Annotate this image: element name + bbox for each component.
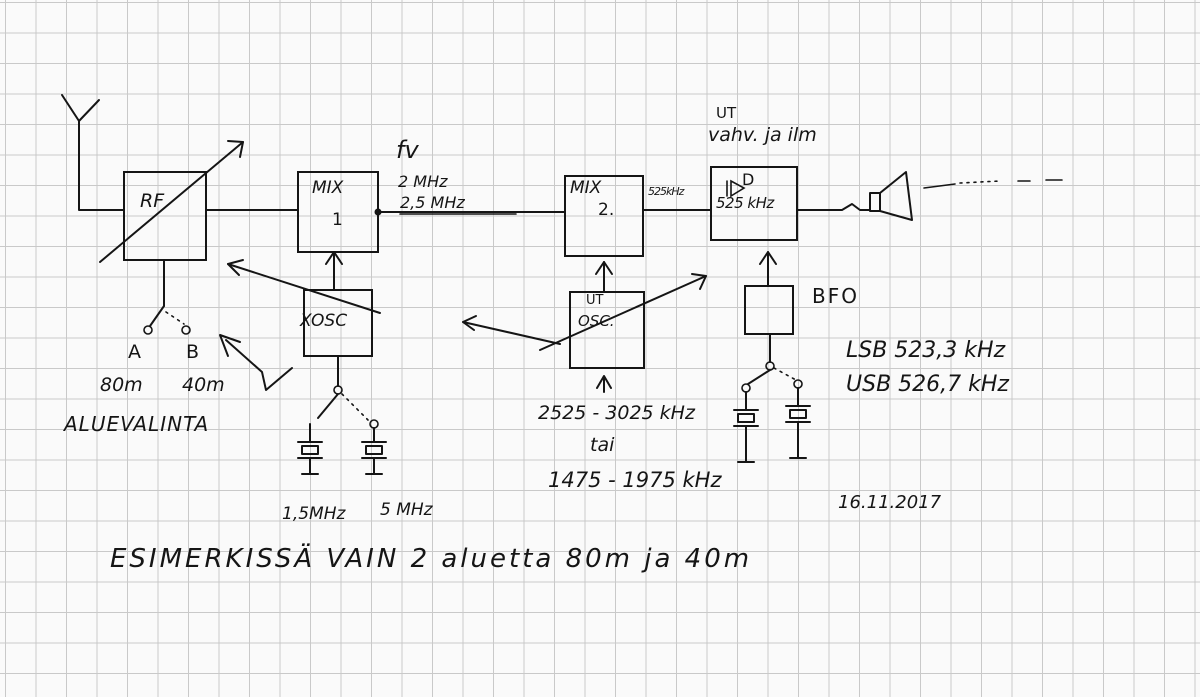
speaker-icon xyxy=(869,171,913,221)
detector-freq: 525 kHz xyxy=(716,194,774,212)
osc-range-1: 2525 - 3025 kHz xyxy=(538,402,695,424)
band-b-label: 40m xyxy=(182,374,225,396)
crystal-2-freq: 5 MHz xyxy=(380,500,433,520)
range-arrow-up xyxy=(596,375,612,393)
gang-arrow-mid xyxy=(462,321,561,345)
crystal-1-freq: 1,5MHz xyxy=(282,504,346,524)
ut-subtitle: vahv. ja ilm xyxy=(708,124,817,146)
crystal-4-icon xyxy=(785,379,811,459)
band-select-label: ALUEVALINTA xyxy=(64,412,210,436)
bfo-switch xyxy=(747,369,771,385)
selector-a-label: A xyxy=(128,341,141,363)
diode-icon xyxy=(726,179,746,198)
crystal-2-icon xyxy=(361,419,387,475)
rf-block xyxy=(123,171,207,261)
crystal-3-icon xyxy=(733,383,759,463)
fv-label: fv xyxy=(396,136,419,164)
rf-tuning-arrow xyxy=(99,141,244,263)
mix1-number: 1 xyxy=(332,210,343,230)
lsb-freq: LSB 523,3 kHz xyxy=(846,338,1006,363)
if2-freq: 525kHz xyxy=(648,185,684,198)
ut-osc-label-1: UT xyxy=(586,293,604,308)
footer-note: ESIMERKISSÄ VAIN 2 aluetta 80m ja 40m xyxy=(110,544,753,574)
rf-label: RF xyxy=(140,190,165,212)
antenna-icon xyxy=(61,94,125,211)
band-select-zigzag-arrow xyxy=(225,339,293,391)
mix2-label: MIX xyxy=(570,178,602,198)
mix2-block xyxy=(564,175,644,257)
gang-arrow-left xyxy=(227,263,381,314)
ut-osc-tuning-arrow xyxy=(539,275,707,351)
ut-osc-block xyxy=(569,291,645,369)
ut-osc-label-2: OSC. xyxy=(578,312,615,330)
date: 16.11.2017 xyxy=(838,492,942,513)
crystal-switch xyxy=(317,393,339,419)
osc-range-2: 1475 - 1975 kHz xyxy=(548,468,722,492)
bfo-block xyxy=(744,285,794,335)
detector-label: D xyxy=(742,170,755,189)
usb-freq: USB 526,7 kHz xyxy=(846,372,1009,397)
osc-range-or: tai xyxy=(590,434,615,456)
bfo-label: BFO xyxy=(812,284,859,308)
crystal-1-icon xyxy=(297,423,323,475)
mix2-number: 2. xyxy=(598,200,615,220)
band-selector-switch xyxy=(149,305,165,327)
speaker-sound-trail xyxy=(923,183,956,189)
ut-detector-block xyxy=(710,166,798,241)
if1-freq-2: 2,5 MHz xyxy=(400,193,465,212)
mix1-label: MIX xyxy=(312,178,344,198)
ut-title: UT xyxy=(716,104,737,122)
band-a-label: 80m xyxy=(100,374,143,396)
xosc-label: XOSC xyxy=(300,311,348,331)
if1-freq-1: 2 MHz xyxy=(398,172,448,191)
selector-b-label: B xyxy=(186,341,200,363)
